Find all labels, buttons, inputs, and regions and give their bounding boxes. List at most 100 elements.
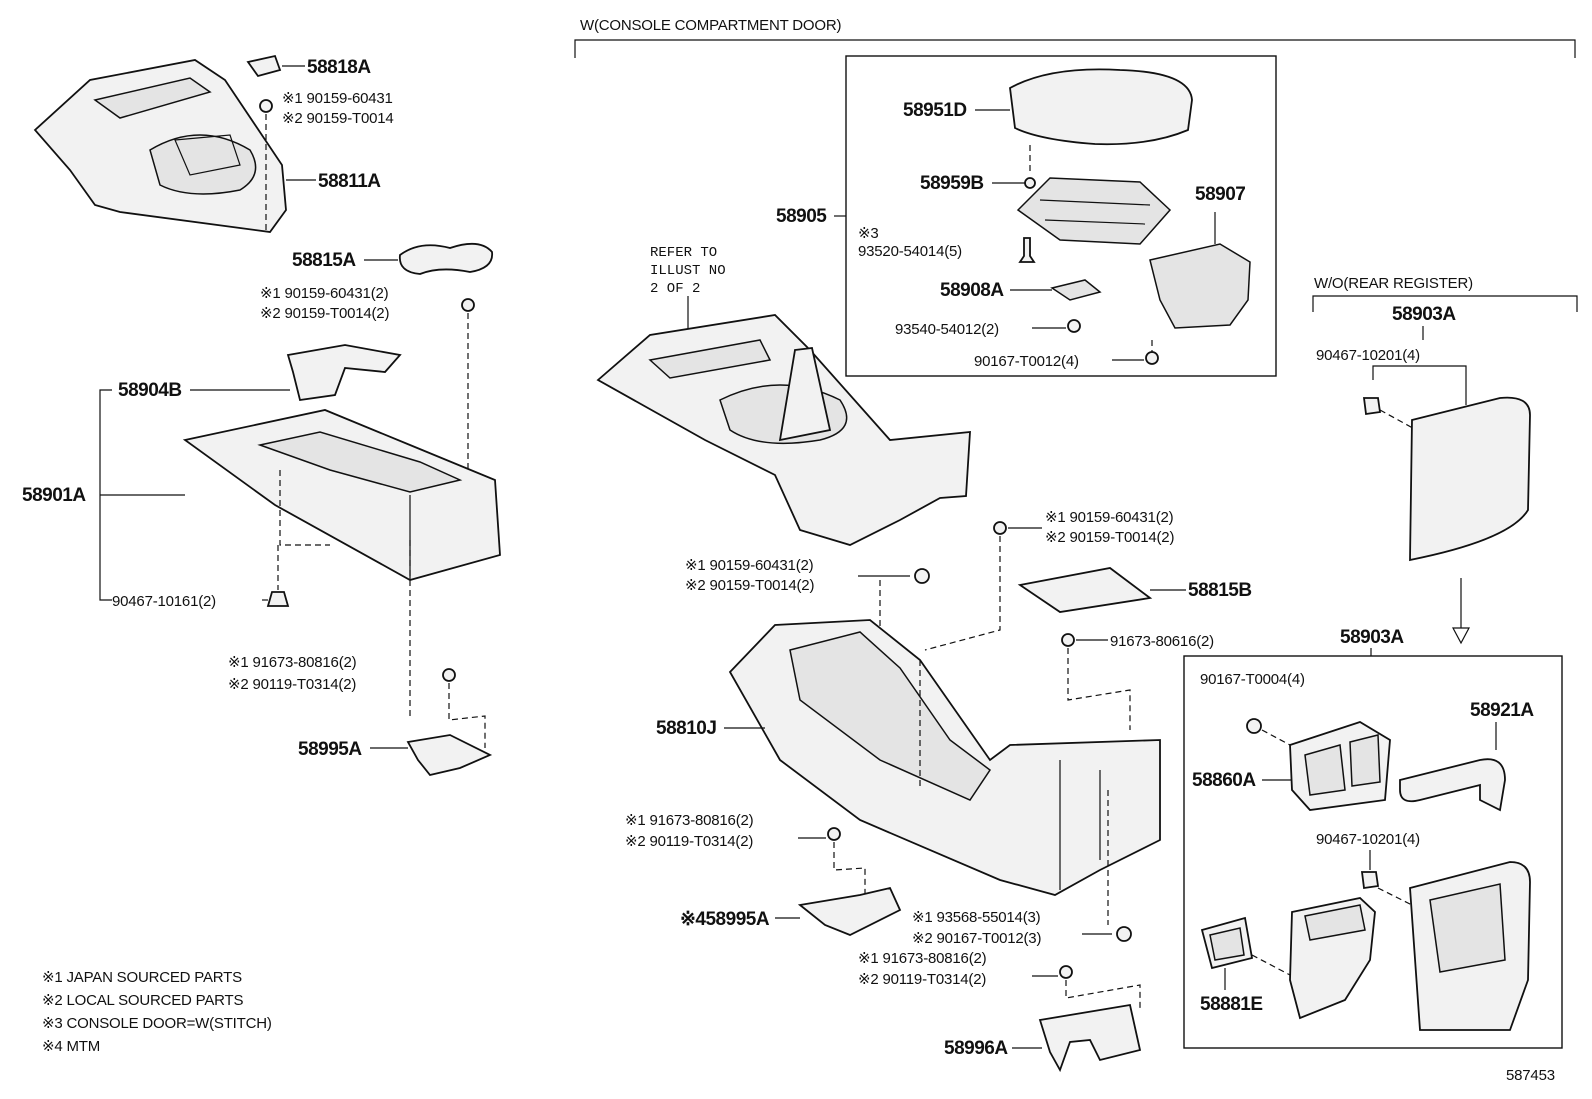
label-58959B: 58959B	[920, 173, 984, 194]
refer-note: REFER TO ILLUST NO 2 OF 2	[650, 245, 726, 330]
label-58810J: 58810J	[656, 718, 716, 739]
fastener-group-8: ※1 90159-60431(2) ※2 90159-T0014(2)	[924, 509, 1175, 651]
label-58996A: 58996A	[944, 1038, 1008, 1059]
fastener-group-15: 90167-T0004(4)	[1200, 671, 1305, 746]
refer-line: ILLUST NO	[650, 263, 726, 279]
fastener-group-4: ※1 91673-80816(2) ※2 90119-T0314(2)	[228, 654, 486, 748]
fastener-label: ※2 90167-T0012(3)	[912, 930, 1041, 947]
part-58904B: 58904B	[118, 344, 402, 402]
label-58815B: 58815B	[1188, 580, 1252, 601]
part-58921A: 58921A	[1399, 700, 1535, 812]
legend-item: ※1 JAPAN SOURCED PARTS	[42, 969, 242, 986]
fastener-label: 93520-54014(5)	[858, 243, 962, 260]
part-58905: 58905	[776, 206, 846, 227]
fastener-group-13: ※1 91673-80816(2) ※2 90119-T0314(2)	[858, 950, 1141, 1010]
part-rear-panel	[1409, 861, 1531, 1031]
label-58903A-top: 58903A	[1392, 304, 1456, 325]
fastener-label: ※2 90119-T0314(2)	[625, 833, 753, 850]
part-58815A: 58815A	[292, 242, 493, 275]
bolt-icon	[1059, 965, 1073, 979]
part-58995A-left: 58995A	[298, 734, 493, 777]
bracket-58901A	[99, 389, 112, 601]
fastener-label: ※1 93568-55014(3)	[912, 909, 1041, 926]
fastener-label: 91673-80616(2)	[1110, 633, 1214, 650]
fastener-group-3: 90467-10161(2)	[112, 545, 290, 610]
label-58811A: 58811A	[318, 171, 381, 192]
fastener-group-12: ※1 93568-55014(3) ※2 90167-T0012(3)	[912, 790, 1132, 947]
fastener-group-9: ※1 90159-60431(2) ※2 90159-T0014(2)	[685, 557, 930, 640]
fastener-label: ※1 91673-80816(2)	[625, 812, 754, 829]
part-58959B: 58959B	[920, 173, 1036, 194]
screw-icon	[1067, 319, 1081, 333]
part-58901A: 58901A	[22, 409, 501, 720]
part-hinge-frame	[1016, 177, 1172, 245]
fastener-label: ※3	[858, 225, 879, 242]
fastener-label: ※1 90159-60431	[282, 90, 393, 107]
label-58901A: 58901A	[22, 485, 86, 506]
label-58881E: 58881E	[1200, 994, 1263, 1015]
arrow-down	[1452, 578, 1470, 645]
part-58996A: 58996A	[944, 1003, 1142, 1073]
fastener-label: 90167-T0012(4)	[974, 353, 1079, 370]
part-duct	[1289, 897, 1376, 1020]
part-58860A: 58860A	[1192, 721, 1391, 811]
fastener-label: ※2 90159-T0014(2)	[1045, 529, 1174, 546]
part-58810J: 58810J	[656, 619, 1161, 896]
fastener-label: ※1 90159-60431(2)	[260, 285, 389, 302]
part-58907: 58907	[1149, 184, 1251, 329]
screw-icon	[1246, 718, 1262, 734]
screw-icon	[1018, 237, 1036, 263]
clip-icon	[1362, 397, 1382, 416]
refer-line: 2 OF 2	[650, 281, 700, 297]
fastener-label: 90167-T0004(4)	[1200, 671, 1305, 688]
fastener-label: ※2 90159-T0014(2)	[685, 577, 814, 594]
part-58908A: 58908A	[940, 279, 1102, 301]
part-58815B: 58815B	[1017, 567, 1252, 613]
fastener-group-10: 91673-80616(2)	[1061, 633, 1214, 730]
inset-box-rear-register	[1183, 655, 1563, 1049]
fastener-label: ※2 90159-T0014	[282, 110, 394, 127]
fastener-label: ※2 90159-T0014(2)	[260, 305, 389, 322]
section-label-console-door: W(CONSOLE COMPARTMENT DOOR)	[580, 17, 841, 34]
label-58921A: 58921A	[1470, 700, 1534, 721]
clip-icon	[1360, 871, 1380, 890]
fastener-group-2: ※1 90159-60431(2) ※2 90159-T0014(2)	[260, 285, 475, 470]
legend: ※1 JAPAN SOURCED PARTS ※2 LOCAL SOURCED …	[42, 969, 272, 1055]
label-58818A: 58818A	[307, 57, 371, 78]
clip-icon	[266, 591, 290, 607]
part-58881E: 58881E	[1200, 916, 1291, 1015]
diagram-id: 587453	[1506, 1067, 1555, 1084]
fastener-label: ※1 90159-60431(2)	[685, 557, 814, 574]
bolt-icon	[259, 99, 273, 113]
label-58904B: 58904B	[118, 380, 182, 401]
section-bracket-console-door: W(CONSOLE COMPARTMENT DOOR)	[574, 17, 1576, 58]
fastener-group-5: ※3 93520-54014(5)	[858, 225, 1036, 263]
part-58818A: 58818A	[246, 54, 372, 78]
screw-icon	[1024, 177, 1036, 189]
section-label-rear-register: W/O(REAR REGISTER)	[1314, 275, 1473, 292]
fastener-group-6: 93540-54012(2)	[895, 319, 1081, 338]
fastener-label: 93540-54012(2)	[895, 321, 999, 338]
fastener-label: ※2 90119-T0314(2)	[858, 971, 986, 988]
legend-item: ※3 CONSOLE DOOR=W(STITCH)	[42, 1015, 272, 1032]
bolt-icon	[993, 521, 1007, 535]
fastener-label: 90467-10161(2)	[112, 593, 216, 610]
fastener-group-16: 90467-10201(4)	[1316, 831, 1420, 906]
fastener-label: 90467-10201(4)	[1316, 347, 1420, 364]
legend-item: ※4 MTM	[42, 1038, 100, 1055]
fastener-label: 90467-10201(4)	[1316, 831, 1420, 848]
part-58811A: 58811A	[33, 59, 382, 233]
fastener-group-11: ※1 91673-80816(2) ※2 90119-T0314(2)	[625, 812, 866, 895]
refer-line: REFER TO	[650, 245, 717, 261]
bolt-icon	[1061, 633, 1075, 647]
bolt-icon	[914, 568, 930, 584]
fastener-group-7: 90167-T0012(4)	[974, 340, 1159, 370]
fastener-label: ※2 90119-T0314(2)	[228, 676, 356, 693]
label-58860A: 58860A	[1192, 770, 1256, 791]
label-58908A: 58908A	[940, 280, 1004, 301]
label-58995A-mid: ※458995A	[680, 909, 770, 930]
part-58903A-top: 58903A 90467-10201(4)	[1316, 304, 1531, 562]
label-58951D: 58951D	[903, 100, 967, 121]
bolt-icon	[461, 298, 475, 312]
